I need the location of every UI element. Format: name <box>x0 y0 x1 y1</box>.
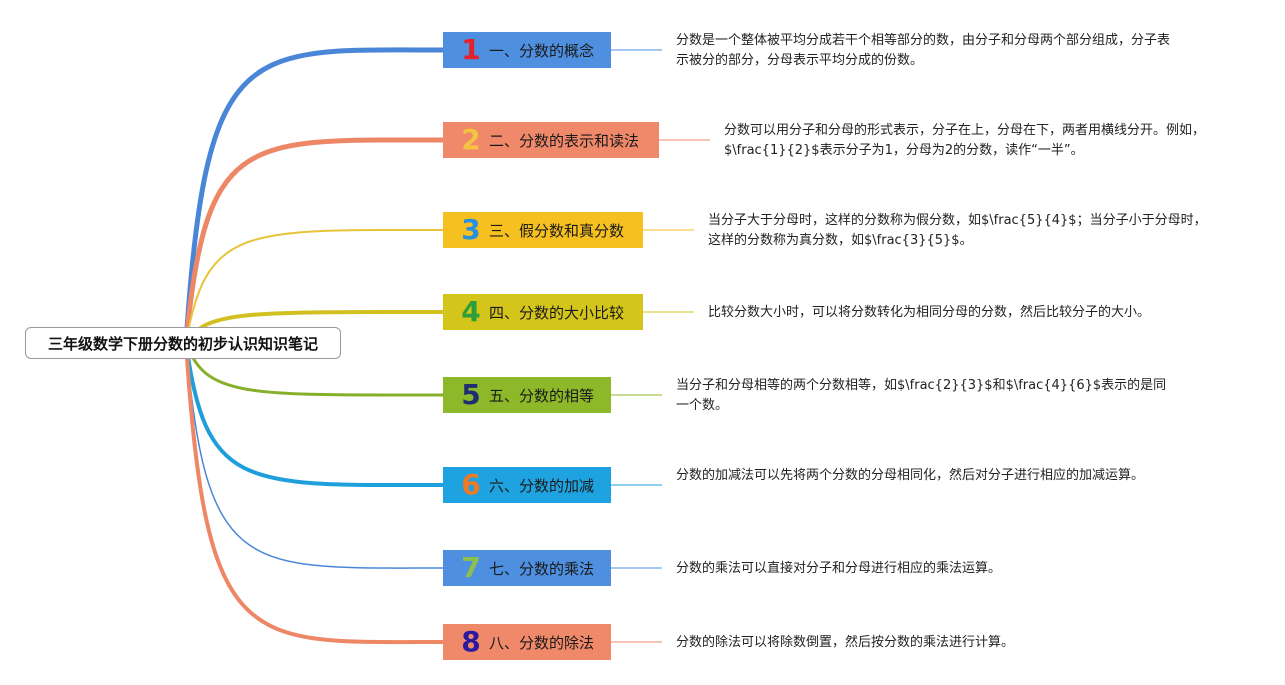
topic-description-8: 分数的除法可以将除数倒置，然后按分数的乘法进行计算。 <box>676 635 1015 650</box>
topic-node-1[interactable]: 1 一、分数的概念 <box>443 32 611 68</box>
topic-node-4[interactable]: 4 四、分数的大小比较 <box>443 294 643 330</box>
root-title: 三年级数学下册分数的初步认识知识笔记 <box>47 334 318 353</box>
topic-label-6: 六、分数的加减 <box>489 476 595 495</box>
topic-number-7: 7 <box>461 551 481 584</box>
branch-line-8 <box>184 341 445 645</box>
topic-node-5[interactable]: 5 五、分数的相等 <box>443 377 611 413</box>
branch-line-6 <box>184 341 445 488</box>
topic-number-1: 1 <box>461 33 481 66</box>
topic-description-5: 当分子和分母相等的两个分数相等，如$\frac{2}{3}$和$\frac{4}… <box>676 378 1167 413</box>
topic-number-6: 6 <box>461 468 481 501</box>
branch-line-7 <box>185 342 444 569</box>
root-node[interactable]: 三年级数学下册分数的初步认识知识笔记 <box>25 327 341 359</box>
topic-node-3[interactable]: 3 三、假分数和真分数 <box>443 212 643 248</box>
topic-number-5: 5 <box>461 378 481 411</box>
topic-number-2: 2 <box>461 123 481 156</box>
topic-node-6[interactable]: 6 六、分数的加减 <box>443 467 611 503</box>
topic-description-7: 分数的乘法可以直接对分子和分母进行相应的乘法运算。 <box>676 561 1002 576</box>
topic-description-6: 分数的加减法可以先将两个分数的分母相同化，然后对分子进行相应的加减运算。 <box>676 468 1145 483</box>
topic-node-7[interactable]: 7 七、分数的乘法 <box>443 550 611 586</box>
branch-line-3 <box>185 228 444 344</box>
topic-description-4: 比较分数大小时，可以将分数转化为相同分母的分数，然后比较分子的大小。 <box>708 305 1151 320</box>
topic-node-2[interactable]: 2 二、分数的表示和读法 <box>443 122 659 158</box>
topic-description-1: 分数是一个整体被平均分成若干个相等部分的数，由分子和分母两个部分组成，分子表示被… <box>676 33 1171 68</box>
topic-node-8[interactable]: 8 八、分数的除法 <box>443 624 611 660</box>
topic-number-8: 8 <box>461 625 481 658</box>
topic-label-1: 一、分数的概念 <box>489 41 595 60</box>
topic-label-5: 五、分数的相等 <box>489 386 595 405</box>
topic-label-8: 八、分数的除法 <box>489 633 595 652</box>
branch-line-1 <box>183 47 446 346</box>
topic-description-3: 当分子大于分母时，这样的分数称为假分数，如$\frac{5}{4}$；当分子小于… <box>708 213 1207 248</box>
topic-label-7: 七、分数的乘法 <box>489 559 595 578</box>
topic-label-3: 三、假分数和真分数 <box>489 221 625 240</box>
topic-label-2: 二、分数的表示和读法 <box>489 131 640 150</box>
topic-label-4: 四、分数的大小比较 <box>489 303 625 322</box>
topic-number-3: 3 <box>461 213 481 246</box>
topic-number-4: 4 <box>461 295 481 328</box>
topic-description-2: 分数可以用分子和分母的形式表示，分子在上，分母在下，两者用横线分开。例如，$\f… <box>724 123 1206 158</box>
branch-line-5 <box>184 341 445 397</box>
branch-line-2 <box>183 137 446 346</box>
